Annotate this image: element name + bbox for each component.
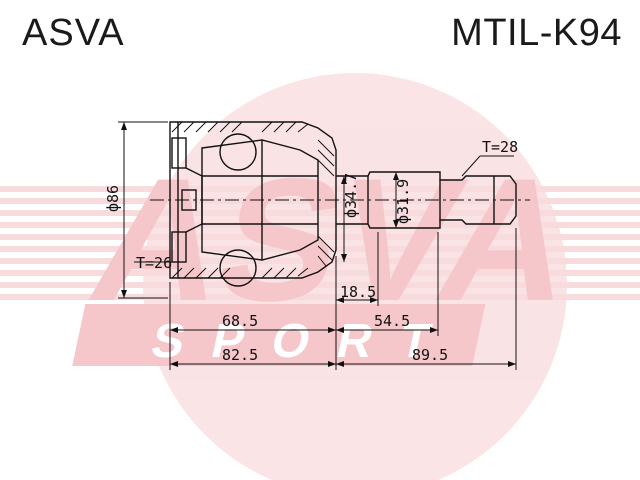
watermark-sport: SPORT [147,314,464,367]
ball-top [219,133,257,171]
cage-outline [201,139,319,261]
leader-t28 [461,155,481,177]
label-length-545: 54.5 [374,312,410,330]
label-inner-diameter: ф34.7 [342,173,360,218]
spline-top [171,137,187,169]
label-length-685: 68.5 [222,312,258,330]
spline-bottom [171,231,187,263]
watermark-band [72,304,486,366]
label-shaft-diameter: ф31.9 [394,179,412,224]
label-teeth-left: T=26 [136,254,172,272]
ball-bottom [219,249,257,287]
dim-arrows [121,122,516,367]
label-length-185: 18.5 [340,283,376,301]
label-length-895: 89.5 [412,346,448,364]
label-teeth-right: T=28 [482,138,518,156]
part-number: MTIL-K94 [451,12,622,54]
watermark-stripes [0,186,640,300]
brand-name: ASVA [22,12,125,54]
housing-outline [169,121,337,279]
label-length-825: 82.5 [222,346,258,364]
label-outer-diameter: ф86 [104,185,122,212]
watermark-circle [143,73,567,480]
shaft-outline [336,171,517,229]
